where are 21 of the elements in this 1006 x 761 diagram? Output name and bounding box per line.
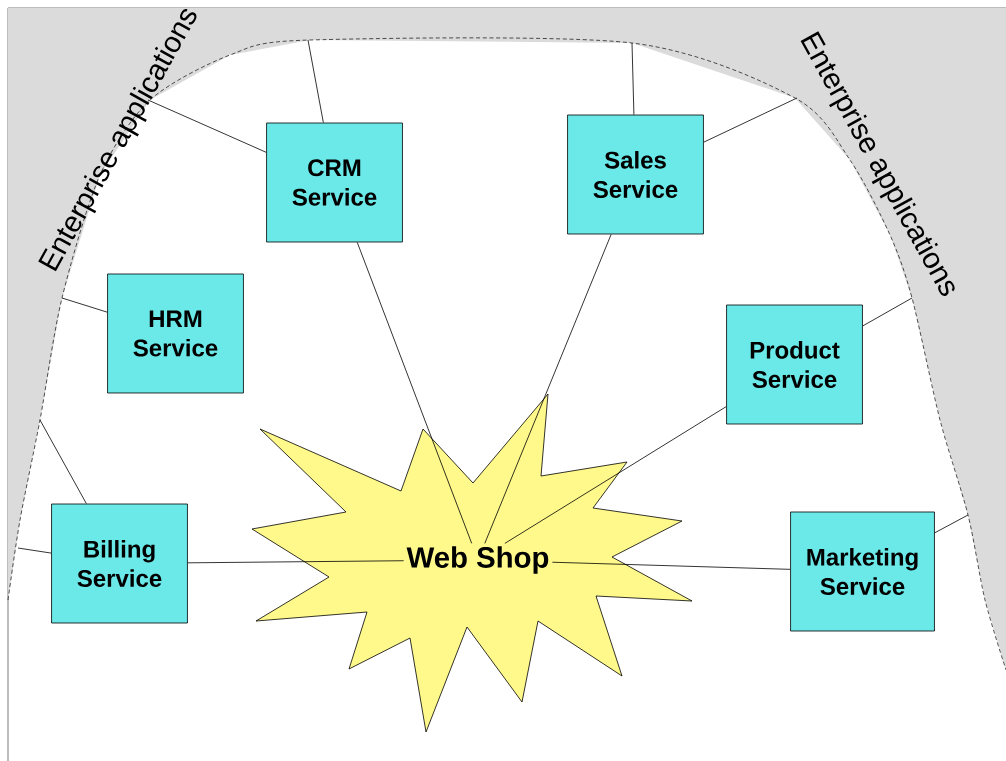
connector-line [631, 42, 635, 115]
service-box: Billing Service [51, 503, 188, 624]
service-box: Marketing Service [790, 511, 935, 632]
service-box: HRM Service [107, 273, 244, 394]
connector-line [703, 97, 798, 143]
connector-line [187, 560, 405, 564]
connector-line [862, 297, 913, 327]
starburst: Web Shop [251, 393, 693, 733]
connector-line [934, 514, 969, 534]
connector-line [504, 406, 727, 544]
connector-line [147, 99, 267, 153]
service-box: Sales Service [567, 114, 704, 235]
connector-line [484, 234, 612, 544]
connector-line [61, 297, 108, 313]
connector-line [356, 242, 473, 544]
service-box: CRM Service [266, 122, 403, 243]
connector-line [39, 419, 87, 504]
connector-line [551, 561, 791, 570]
connector-line [17, 547, 52, 554]
connector-line [307, 39, 324, 123]
service-box: Product Service [726, 304, 863, 425]
